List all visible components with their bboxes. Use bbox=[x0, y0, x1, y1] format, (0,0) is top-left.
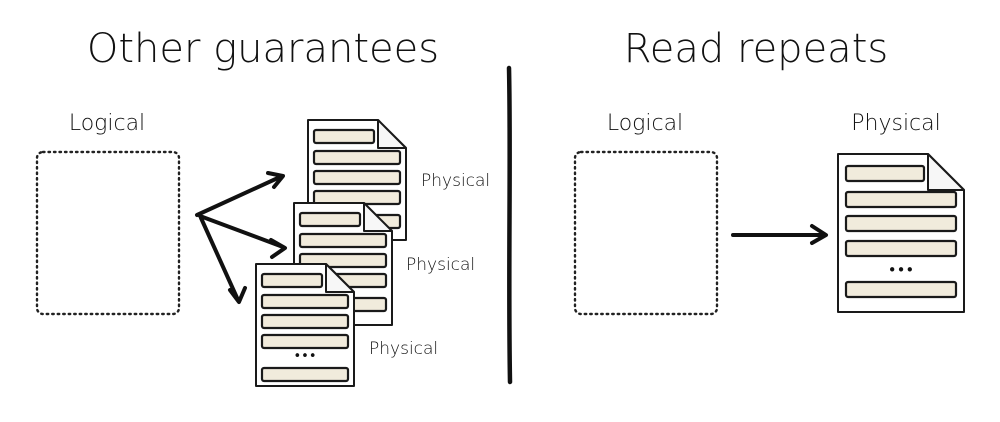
left-title: Other guarantees bbox=[87, 26, 439, 72]
left-logical-box bbox=[35, 150, 181, 316]
right-physical-document: ••• bbox=[837, 153, 965, 313]
right-arrow bbox=[731, 224, 828, 245]
right-logical-box bbox=[573, 150, 719, 316]
arrow-to-physical-1 bbox=[195, 175, 282, 217]
document-ellipsis: ••• bbox=[293, 349, 316, 364]
right-physical-label: Physical bbox=[851, 111, 941, 136]
panel-divider bbox=[506, 65, 513, 385]
physical-label-2: Physical bbox=[406, 255, 475, 275]
physical-label-3: Physical bbox=[369, 339, 438, 359]
right-logical-label: Logical bbox=[607, 111, 683, 136]
arrow-to-physical-3 bbox=[199, 216, 240, 302]
left-fanout-arrows bbox=[195, 171, 287, 304]
arrow-to-physical-2 bbox=[198, 214, 285, 249]
right-document-ellipsis: ••• bbox=[888, 261, 915, 279]
physical-label-1: Physical bbox=[421, 171, 490, 191]
left-logical-label: Logical bbox=[69, 111, 145, 136]
physical-document-3: ••• bbox=[255, 263, 355, 387]
right-title: Read repeats bbox=[624, 26, 888, 72]
